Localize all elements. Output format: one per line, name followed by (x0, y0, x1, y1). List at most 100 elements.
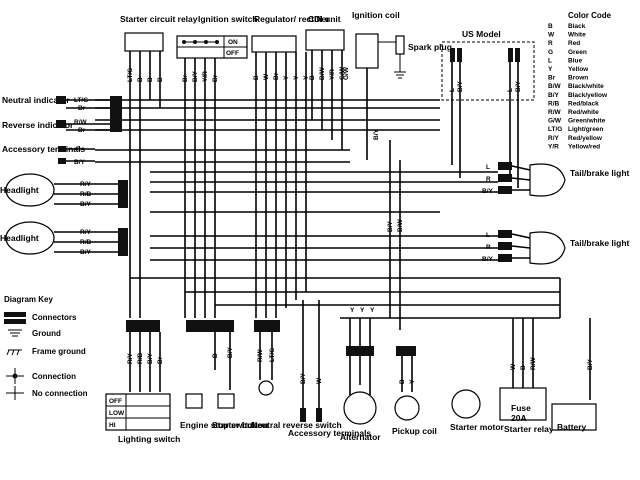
neutral-indicator-title: Neutral indicator (2, 95, 70, 105)
tail-brake-title: Tail/brake light (570, 168, 630, 178)
starter-relay-bottom-box (499, 387, 547, 421)
reverse-indicator-title: Reverse indicator (2, 120, 74, 130)
color-code-abbr: Br (548, 75, 556, 82)
wire-label: R/Y (80, 181, 92, 188)
tail-light-icon (529, 163, 566, 197)
lighting-switch-title: Lighting switch (118, 434, 180, 444)
wire-label: Br (78, 127, 86, 134)
wire-label: R (486, 176, 491, 183)
alternator-icon (343, 391, 377, 425)
us-model-title: US Model (462, 29, 501, 39)
engine-stop-title: Engine stop switch (180, 420, 257, 430)
wire-label: Y (370, 307, 375, 314)
ignition-connector (186, 320, 234, 332)
headlight-title: Headlight (0, 233, 39, 243)
color-code-name: Green (568, 49, 587, 56)
lighting-switch-box (105, 393, 171, 431)
wire-label: B/Y (80, 201, 92, 208)
fuse-label: Fuse (511, 403, 531, 413)
color-code-name: White (568, 32, 586, 39)
wire-label: R (76, 146, 81, 153)
color-code-name: Red (568, 40, 580, 47)
headlight-icon (5, 221, 55, 255)
tail-brake-title: Tail/brake light (570, 238, 630, 248)
ignition-switch-title: Ignition switch (198, 14, 258, 24)
accessory-terminals-title: Accessory terminals (288, 428, 371, 438)
color-code-abbr: B/W (548, 83, 562, 90)
color-code-name: Red/black (568, 100, 599, 107)
starter-motor-title: Starter motor (450, 422, 505, 432)
us-model-box (441, 41, 535, 101)
accessory-terminal-icon (316, 408, 322, 422)
key-ground: Ground (32, 329, 61, 338)
wire-label: B/Y (482, 256, 494, 263)
diagram-key: Diagram Key Connectors Ground Frame grou… (4, 295, 88, 400)
ignition-coil-box (355, 33, 379, 69)
color-code-abbr: B/Y (548, 92, 560, 99)
color-code-name: Black/white (568, 83, 604, 90)
headlight-icon (5, 173, 55, 207)
wire-label: R (486, 244, 491, 251)
accessory-terminal-icon (300, 408, 306, 422)
key-frame-ground: Frame ground (32, 347, 86, 356)
color-code-name: Green/white (568, 118, 606, 125)
headlight-connector (118, 228, 128, 256)
left-connector-block (110, 96, 122, 132)
reverse-lamp-icon (56, 120, 66, 128)
wire-label: L (486, 164, 490, 171)
wire-label: B/Y (74, 159, 86, 166)
headlight-connector (118, 180, 128, 208)
starter-relay-box (124, 32, 164, 52)
color-code-abbr: G/W (548, 118, 562, 125)
key-no-connection: No connection (32, 389, 88, 398)
wire-label: R/W (74, 119, 88, 126)
headlight-title: Headlight (0, 185, 39, 195)
ignition-coil-title: Ignition coil (352, 10, 400, 20)
wire-label: Br (78, 105, 86, 112)
neutral-reverse-connector (254, 320, 280, 332)
cdi-box (305, 29, 345, 51)
lighting-connector (126, 320, 160, 332)
starter-relay-bottom-title: Starter relay (504, 424, 554, 434)
alternator-connector (346, 346, 374, 356)
wire-label: L (486, 232, 490, 239)
wire-label: B/Y (80, 249, 92, 256)
fuse-rating: 20A (511, 413, 527, 423)
ign-off-label: OFF (226, 50, 239, 57)
starter-relay-title: Starter circuit relay (120, 14, 198, 24)
battery-icon (551, 403, 597, 431)
color-code-name: Red/white (568, 109, 599, 116)
color-code-name: Brown (568, 75, 588, 82)
engine-stop-switch-icon (185, 393, 203, 409)
neutral-reverse-title: Neutral reverse switch (251, 420, 342, 430)
color-code-name: Light/green (568, 126, 603, 133)
wire-label: Y (350, 307, 355, 314)
neutral-reverse-switch-icon (258, 380, 274, 396)
accessory-terminal-icon (58, 158, 66, 164)
color-code-abbr: G (548, 49, 553, 56)
battery-title: Battery (557, 422, 587, 432)
color-code-abbr: B (548, 23, 553, 30)
accessory-terminals-left-title: Accessory terminals (2, 144, 85, 154)
wire-label: B/Y (482, 188, 494, 195)
ls-low: LOW (109, 410, 125, 417)
ign-on-label: ON (228, 39, 238, 46)
wire-label: G/W (343, 66, 350, 80)
wire-label: LT/G (74, 97, 88, 104)
color-code-name: Red/yellow (568, 135, 603, 142)
color-code-abbr: Y (548, 66, 553, 73)
wire-label: R/B (80, 239, 92, 246)
accessory-terminal-icon (58, 146, 66, 152)
color-code-abbr: W (548, 32, 555, 39)
key-connectors: Connectors (32, 313, 77, 322)
neutral-lamp-icon (56, 96, 66, 104)
color-code-name: Yellow/red (568, 143, 600, 150)
color-code-abbr: R/Y (548, 135, 560, 142)
pickup-coil-title: Pickup coil (392, 426, 437, 436)
color-code-title: Color Code (568, 11, 612, 20)
wire-label: B/Y (373, 129, 380, 141)
wire-label: R/Y (80, 229, 92, 236)
wire-label: Y (360, 307, 365, 314)
spark-plug-title: Spark plug (408, 42, 452, 52)
